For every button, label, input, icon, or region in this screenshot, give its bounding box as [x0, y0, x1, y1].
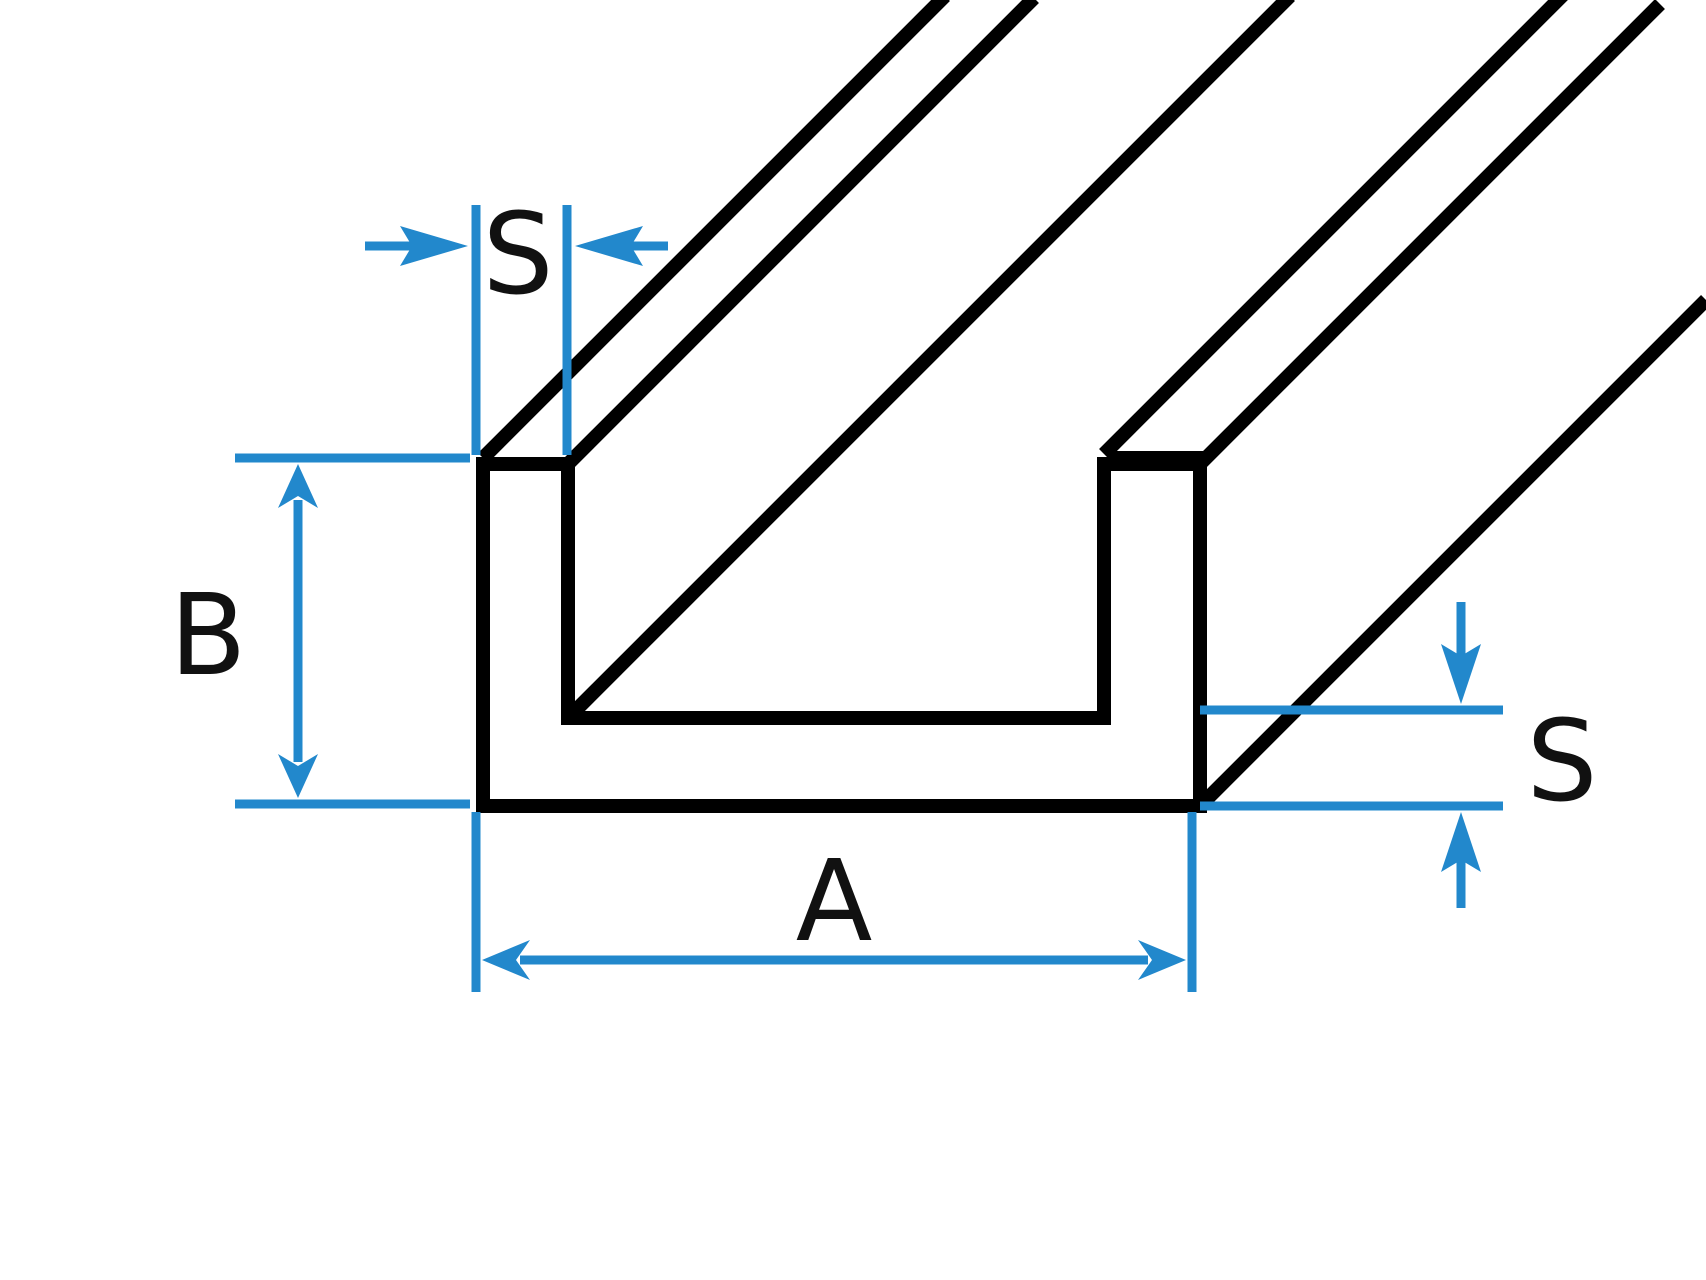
s-top-arrow-left-head	[400, 226, 468, 266]
label-a: A	[796, 837, 873, 967]
extrusion-edge-right-outer	[1195, 0, 1665, 469]
dimension-labels: S B A S	[170, 190, 1598, 967]
left-flange	[476, 457, 1207, 806]
a-arrow-head-left	[482, 940, 530, 980]
label-s-right: S	[1526, 697, 1597, 827]
dimension-lines	[235, 205, 1503, 992]
s-top-arrow-right-head	[575, 226, 643, 266]
label-b: B	[170, 571, 247, 701]
s-right-arrow-bottom-head	[1441, 812, 1481, 872]
extrusion-edge-bottom	[1195, 295, 1706, 811]
extrusion-edge-right-inner	[1099, 0, 1568, 459]
u-channel-profile	[476, 0, 1706, 813]
s-right-arrow-top-head	[1441, 644, 1481, 704]
label-s-top: S	[482, 190, 553, 320]
outer-contour	[476, 451, 1207, 813]
b-arrow-head-top	[278, 464, 318, 508]
a-arrow-head-right	[1138, 940, 1186, 980]
b-arrow-head-bottom	[278, 754, 318, 798]
extrusion-edge-floor-inner	[563, 0, 1295, 723]
extrusion-edge-left-outer	[478, 0, 950, 463]
extrusion-edge-left-inner	[563, 0, 1039, 469]
